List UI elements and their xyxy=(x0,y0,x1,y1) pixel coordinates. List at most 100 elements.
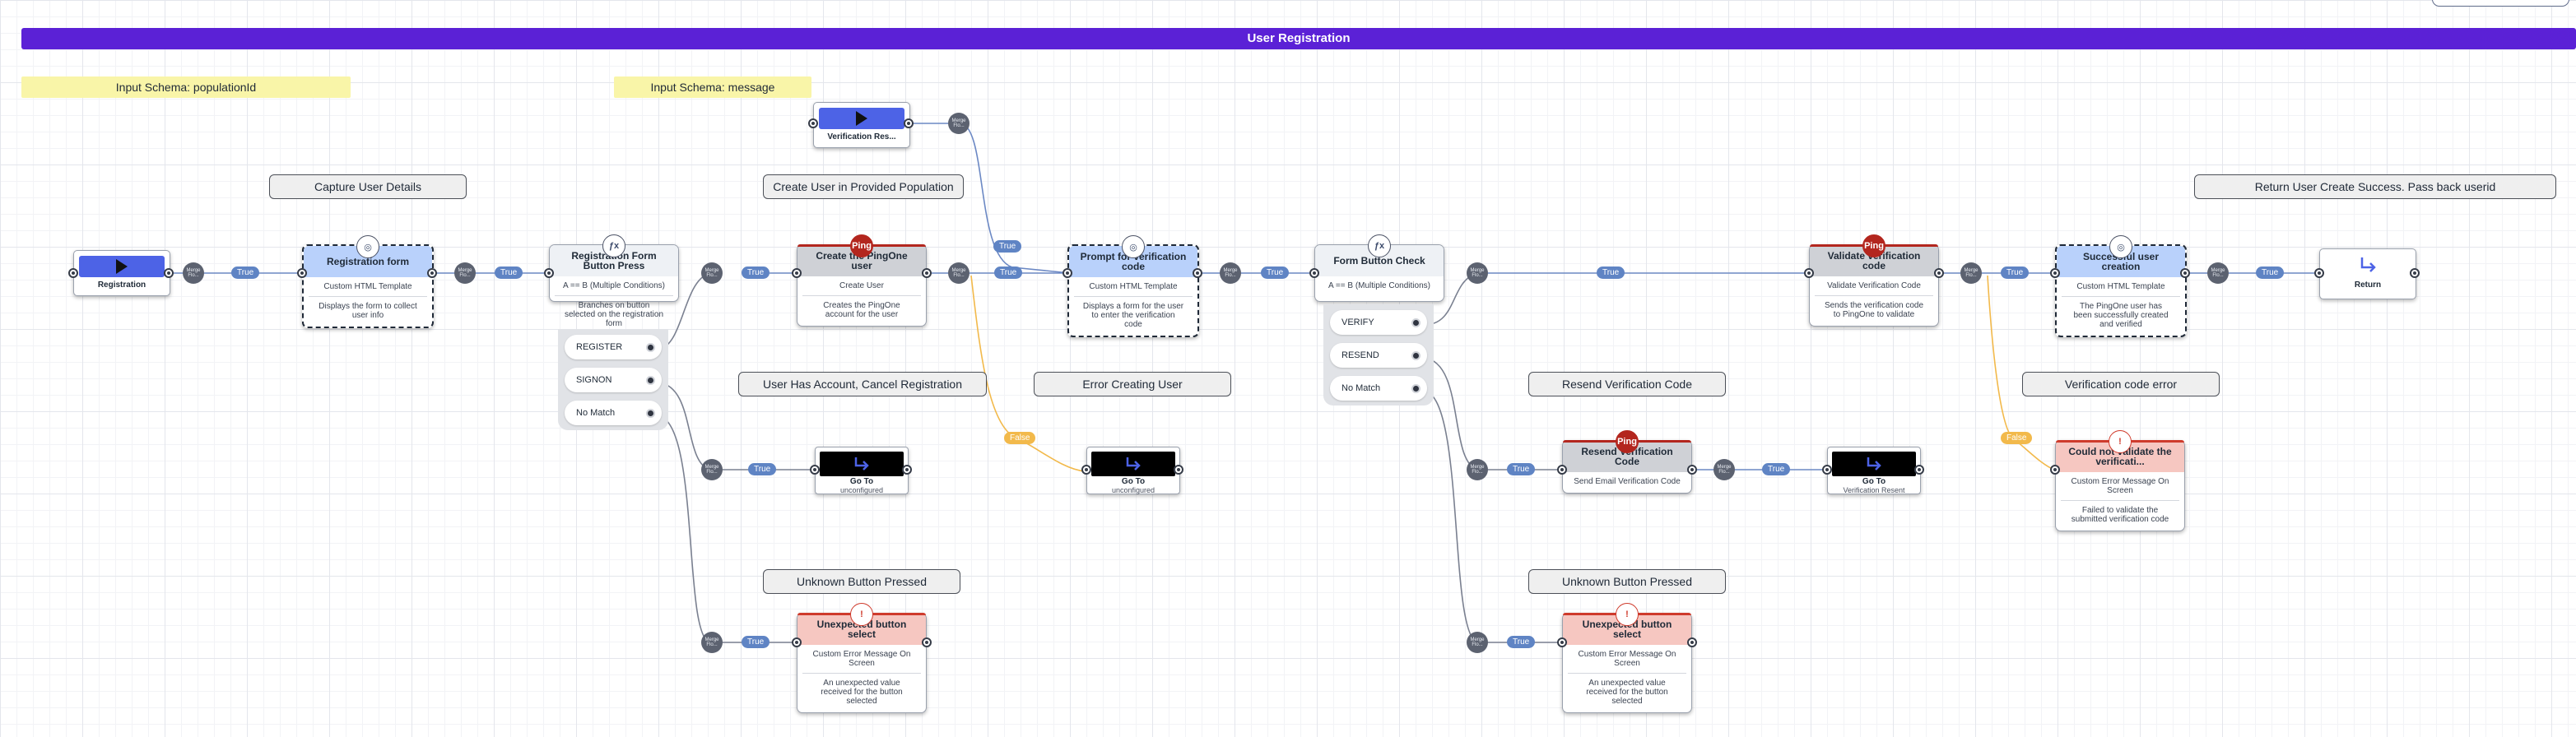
input-port[interactable] xyxy=(1557,637,1567,647)
branch-no-match[interactable]: No Match xyxy=(1330,376,1427,401)
input-port[interactable] xyxy=(1804,268,1814,278)
merge-hub[interactable]: Merge Flo... xyxy=(2207,262,2229,284)
node-name: Go To xyxy=(1121,477,1146,486)
node-prompt-code[interactable]: ◎ Prompt for verification code Custom HT… xyxy=(1067,235,1199,337)
merge-hub[interactable]: Merge Flo... xyxy=(701,262,723,284)
branch-port[interactable] xyxy=(1411,383,1421,393)
merge-hub[interactable]: Merge Flo... xyxy=(701,632,723,653)
branch-register[interactable]: REGISTER xyxy=(565,335,662,359)
node-description: The PingOne user has been successfully c… xyxy=(2062,296,2180,336)
play-icon xyxy=(819,108,904,129)
output-port[interactable] xyxy=(1687,637,1697,647)
input-port[interactable] xyxy=(297,268,307,278)
node-validate-code[interactable]: Ping Validate verification code Validate… xyxy=(1809,234,1939,327)
node-unexpected-button-2[interactable]: ! Unexpected button select Custom Error … xyxy=(1562,603,1692,713)
node-resend-code[interactable]: Ping Resend Verification Code Send Email… xyxy=(1562,430,1692,494)
merge-hub[interactable]: Merge Flo... xyxy=(1960,262,1982,284)
branch-signon[interactable]: SIGNON xyxy=(565,368,662,392)
input-port[interactable] xyxy=(1081,465,1091,475)
false-pill: False xyxy=(2001,432,2033,444)
start-node-verification[interactable]: Verification Res... xyxy=(813,102,910,148)
input-port[interactable] xyxy=(1822,465,1832,475)
edge xyxy=(1423,390,1564,643)
toolbar-button[interactable] xyxy=(2432,0,2569,7)
output-port[interactable] xyxy=(164,268,174,278)
merge-hub[interactable]: Merge Flo... xyxy=(948,113,969,134)
branch-label: No Match xyxy=(576,408,616,418)
node-goto-3[interactable]: Go To Verification Resent xyxy=(1827,447,1921,494)
branch-no-match[interactable]: No Match xyxy=(565,401,662,425)
input-port[interactable] xyxy=(544,268,554,278)
branch-port[interactable] xyxy=(646,408,655,418)
input-port[interactable] xyxy=(792,637,802,647)
node-subtitle: Verification Resent xyxy=(1843,486,1905,494)
merge-hub[interactable]: Merge Flo... xyxy=(1467,459,1488,480)
function-icon: ƒx xyxy=(1368,234,1391,257)
annotation-label: User Has Account, Cancel Registration xyxy=(738,372,987,396)
input-port[interactable] xyxy=(1309,268,1319,278)
true-pill: True xyxy=(1261,267,1290,279)
branch-port[interactable] xyxy=(1411,350,1421,360)
output-port[interactable] xyxy=(922,268,932,278)
node-goto-1[interactable]: Go To unconfigured xyxy=(815,447,909,494)
input-port[interactable] xyxy=(2050,268,2060,278)
output-port[interactable] xyxy=(1914,465,1924,475)
node-registration-form[interactable]: ◎ Registration form Custom HTML Template… xyxy=(302,235,434,328)
branch-label: REGISTER xyxy=(576,342,623,352)
output-port[interactable] xyxy=(1687,465,1697,475)
node-button-press[interactable]: ƒx Registration Form Button Press A == B… xyxy=(549,234,679,328)
node-form-button-check[interactable]: ƒx Form Button Check A == B (Multiple Co… xyxy=(1314,234,1444,302)
branch-label: SIGNON xyxy=(576,375,612,385)
output-port[interactable] xyxy=(902,465,912,475)
merge-hub[interactable]: Merge Flo... xyxy=(454,262,476,284)
input-port[interactable] xyxy=(810,465,820,475)
node-create-user[interactable]: Ping Create the PingOne user Create User… xyxy=(797,234,927,327)
node-return[interactable]: Return xyxy=(2319,248,2416,299)
start-node-registration[interactable]: Registration xyxy=(73,250,170,296)
input-port[interactable] xyxy=(792,268,802,278)
branch-resend[interactable]: RESEND xyxy=(1330,343,1427,368)
output-port[interactable] xyxy=(1174,465,1183,475)
node-description: Sends the verification code to PingOne t… xyxy=(1815,295,1933,326)
output-port[interactable] xyxy=(922,637,932,647)
merge-hub[interactable]: Merge Flo... xyxy=(1467,262,1488,284)
branch-list: VERIFY RESEND No Match xyxy=(1323,304,1434,406)
true-pill: True xyxy=(2001,267,2030,279)
output-port[interactable] xyxy=(427,268,437,278)
goto-arrow-icon xyxy=(820,452,904,476)
node-goto-2[interactable]: Go To unconfigured xyxy=(1086,447,1180,494)
merge-hub[interactable]: Merge Flo... xyxy=(1467,632,1488,653)
merge-hub[interactable]: Merge Flo... xyxy=(701,459,723,480)
node-unexpected-button-1[interactable]: ! Unexpected button select Custom Error … xyxy=(797,603,927,713)
branch-port[interactable] xyxy=(1411,318,1421,327)
node-could-not-validate[interactable]: ! Could not validate the verificati... C… xyxy=(2055,430,2185,531)
input-port[interactable] xyxy=(808,118,818,128)
input-port[interactable] xyxy=(2050,465,2060,475)
output-port[interactable] xyxy=(2180,268,2190,278)
branch-verify[interactable]: VERIFY xyxy=(1330,310,1427,335)
node-name: Verification Res... xyxy=(827,132,896,141)
branch-port[interactable] xyxy=(646,342,655,352)
output-port[interactable] xyxy=(1193,268,1202,278)
input-port[interactable] xyxy=(1557,465,1567,475)
merge-hub[interactable]: Merge Flo... xyxy=(1713,459,1735,480)
merge-hub[interactable]: Merge Flo... xyxy=(183,262,204,284)
output-port[interactable] xyxy=(1934,268,1944,278)
true-pill: True xyxy=(748,463,777,475)
output-port[interactable] xyxy=(2410,268,2420,278)
merge-hub[interactable]: Merge Flo... xyxy=(948,262,969,284)
true-pill: True xyxy=(495,267,523,279)
true-pill: True xyxy=(993,240,1022,253)
globe-icon: ◎ xyxy=(356,235,379,258)
input-port[interactable] xyxy=(1062,268,1072,278)
node-subtitle: unconfigured xyxy=(1111,486,1155,494)
output-port[interactable] xyxy=(904,118,914,128)
node-success-creation[interactable]: ◎ Successful user creation Custom HTML T… xyxy=(2055,235,2187,337)
branch-port[interactable] xyxy=(646,375,655,385)
merge-hub[interactable]: Merge Flo... xyxy=(1220,262,1241,284)
node-type: Send Email Verification Code xyxy=(1574,477,1681,486)
input-port[interactable] xyxy=(68,268,78,278)
input-port[interactable] xyxy=(2314,268,2324,278)
goto-arrow-icon xyxy=(1832,452,1916,476)
